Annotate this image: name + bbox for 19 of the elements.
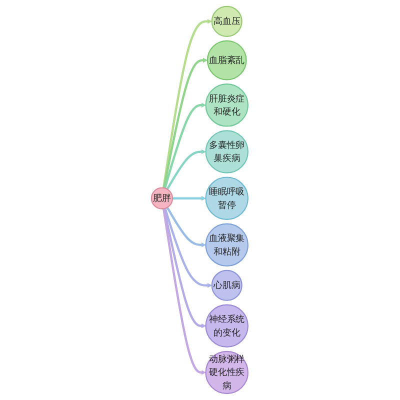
- node-circle: 心肌病: [212, 270, 243, 301]
- node-circle: 神经系统的变化: [206, 304, 249, 348]
- arrow: [172, 196, 206, 201]
- node-circle: 高血压: [212, 6, 243, 37]
- node-circle: 肝脏炎症和硬化: [206, 84, 249, 127]
- arrow: [166, 149, 206, 190]
- arrow: [164, 102, 206, 189]
- node-circle: 肥胖: [151, 187, 174, 210]
- arrow: [164, 208, 212, 288]
- arrow: [166, 206, 206, 248]
- node-circle: 血液聚集和粘附: [206, 223, 249, 267]
- node-circle: 血脂紊乱: [207, 40, 248, 80]
- node-circle: 多囊性卵巢疾病: [206, 130, 249, 174]
- arrow: [163, 208, 206, 328]
- node-circle: 动脉粥样硬化性疾病: [206, 350, 249, 394]
- node-circle: 睡眠呼吸暂停: [206, 176, 249, 220]
- arrow: [163, 58, 208, 188]
- arrow: [162, 208, 206, 375]
- arrow: [162, 18, 212, 188]
